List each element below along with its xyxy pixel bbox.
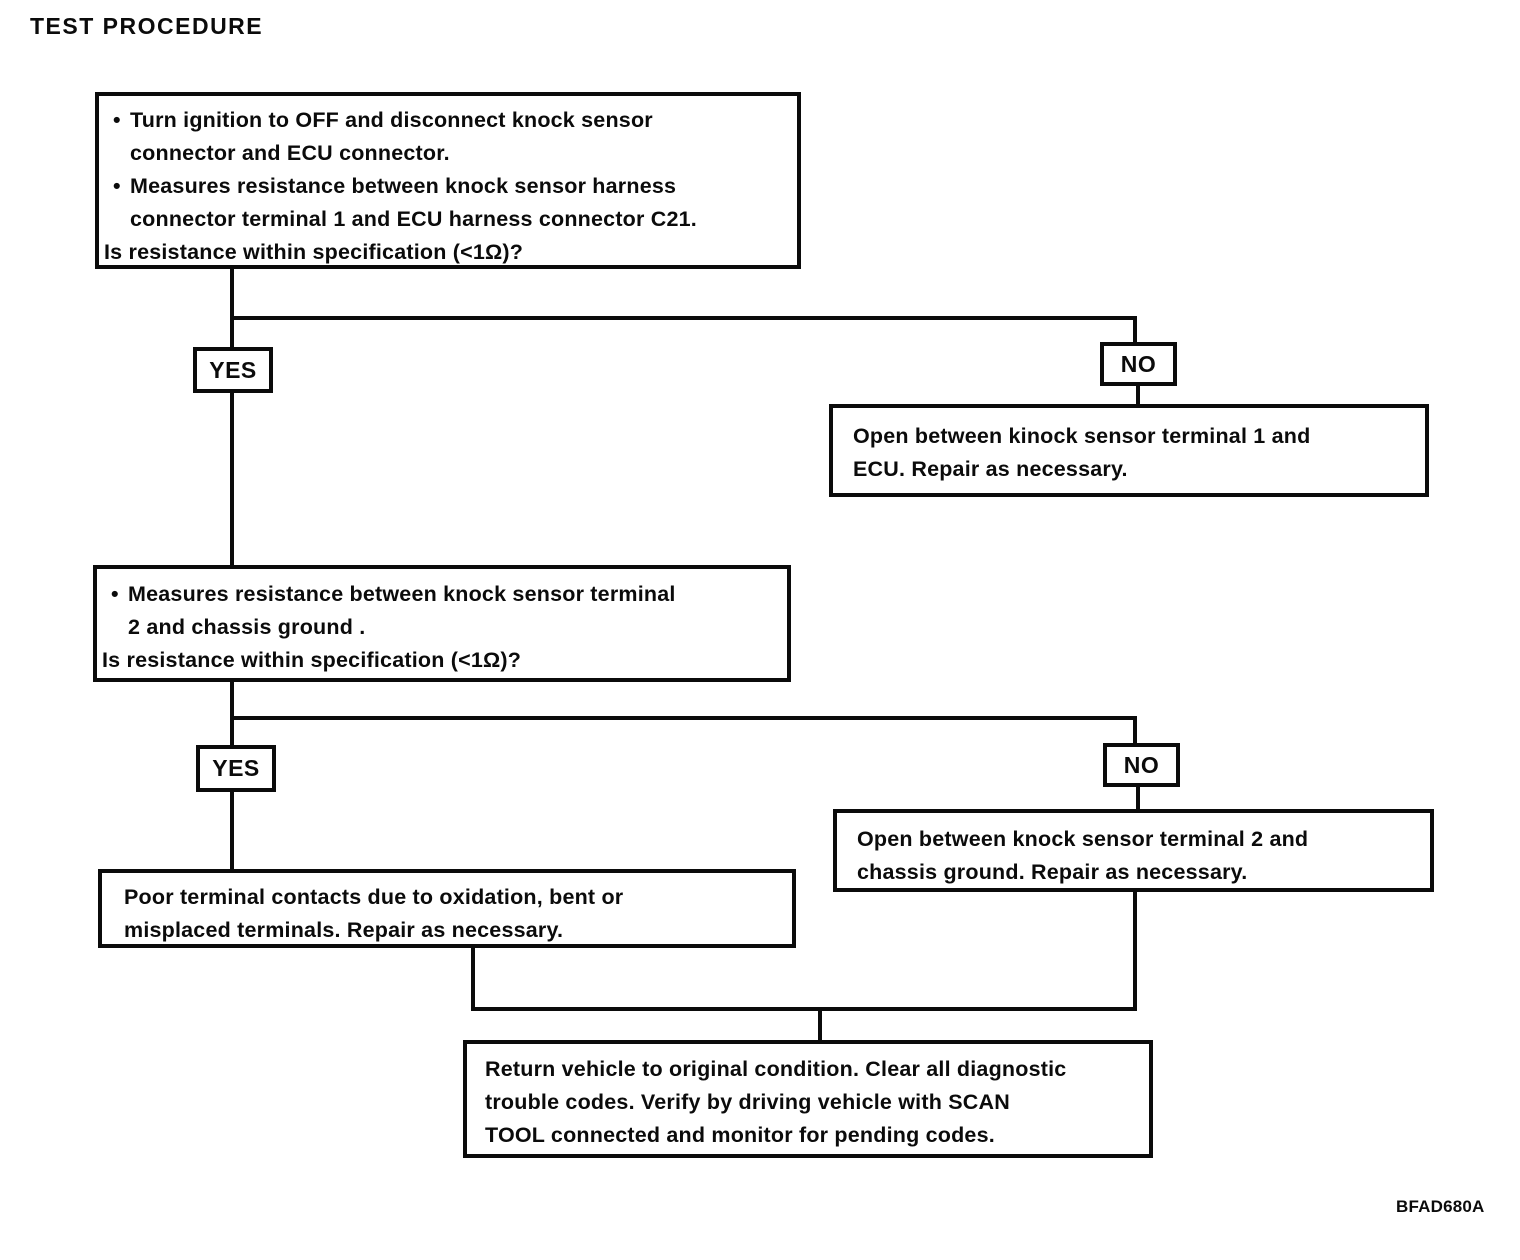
connector-split1	[230, 316, 1137, 320]
result-open-terminal2-box: Open between knock sensor terminal 2 and…	[833, 809, 1434, 892]
decision2-yes-badge: YES	[196, 745, 276, 792]
step2-question: Is resistance within specification (<1Ω)…	[102, 648, 522, 672]
step1-bullet-1-text: Turn ignition to OFF and disconnect knoc…	[130, 108, 653, 165]
connector-no2-result	[1136, 787, 1140, 809]
connector-converge-bar	[471, 1007, 1137, 1011]
connector-final-stem	[818, 1011, 822, 1040]
step2-box: • Measures resistance between knock sens…	[93, 565, 791, 682]
final-step-box: Return vehicle to original condition. Cl…	[463, 1040, 1153, 1158]
decision1-yes-badge: YES	[193, 347, 273, 393]
figure-code: BFAD680A	[1396, 1197, 1485, 1216]
step1-question: Is resistance within specification (<1Ω)…	[104, 240, 524, 264]
step1-bullet-1: • Turn ignition to OFF and disconnect kn…	[104, 104, 793, 170]
result-poor-contacts-box: Poor terminal contacts due to oxidation,…	[98, 869, 796, 948]
connector-right-converge	[1133, 890, 1137, 1011]
step1-box: • Turn ignition to OFF and disconnect kn…	[95, 92, 801, 269]
step2-bullet-1: • Measures resistance between knock sens…	[102, 578, 783, 644]
bullet-icon: •	[113, 174, 121, 198]
connector-yes2-result	[230, 790, 234, 869]
decision2-no-badge: NO	[1103, 743, 1180, 787]
connector-left-converge	[471, 946, 475, 1011]
connector-no1-stem	[1133, 316, 1137, 342]
decision1-yes-label: YES	[209, 356, 257, 383]
result-open-terminal1-box: Open between kinock sensor terminal 1 an…	[829, 404, 1429, 497]
connector-no2-stem	[1133, 716, 1137, 743]
connector-yes1-step2	[230, 393, 234, 565]
bullet-icon: •	[111, 582, 119, 606]
connector-split2	[230, 716, 1137, 720]
step1-bullet-2: • Measures resistance between knock sens…	[104, 170, 793, 236]
step2-bullet-1-text: Measures resistance between knock sensor…	[128, 582, 676, 639]
decision2-yes-label: YES	[212, 755, 260, 781]
bullet-icon: •	[113, 108, 121, 132]
step1-bullet-2-text: Measures resistance between knock sensor…	[130, 174, 697, 231]
decision1-no-label: NO	[1120, 350, 1157, 377]
connector-step1-stem	[230, 266, 234, 347]
decision1-no-badge: NO	[1100, 342, 1177, 386]
decision2-no-label: NO	[1123, 751, 1160, 778]
connector-no1-result	[1136, 386, 1140, 404]
page-title: TEST PROCEDURE	[30, 13, 264, 39]
connector-step2-stem	[230, 680, 234, 745]
